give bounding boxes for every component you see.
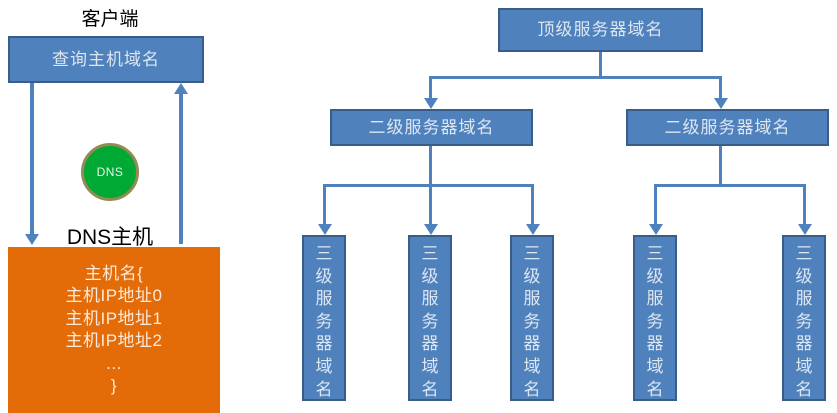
connector-query-to-record-line: [30, 83, 34, 236]
record-line: 主机IP地址0: [65, 286, 163, 306]
vchar: 务: [795, 311, 813, 331]
record-line: }: [110, 376, 118, 396]
connector-left-subtree-bus: [323, 184, 534, 187]
connector-level2-left-drop: [429, 76, 432, 100]
top-level-server-domain-box[interactable]: 顶级服务器域名: [498, 8, 703, 52]
connector-left-subtree-stem: [429, 146, 432, 186]
vchar: 服: [646, 289, 664, 309]
connector-record-to-query-line: [179, 94, 183, 244]
connector-level2-bus: [429, 76, 722, 79]
dns-record-box[interactable]: 主机名{ 主机IP地址0 主机IP地址1 主机IP地址2 ... }: [8, 247, 220, 413]
connector-level2-right-drop: [719, 76, 722, 100]
vchar: 务: [421, 311, 439, 331]
vchar: 服: [421, 289, 439, 309]
connector-right-subtree-bus: [654, 184, 806, 187]
connector-record-to-query-arrow: [174, 83, 188, 94]
vchar: 三: [646, 244, 664, 263]
client-title-label: 客户端: [81, 9, 139, 30]
vchar: 务: [646, 311, 664, 331]
connector-third-drop-2: [429, 184, 432, 226]
record-line: ...: [106, 353, 122, 373]
connector-third-drop-5: [803, 184, 806, 226]
record-line: 主机IP地址1: [65, 308, 163, 328]
vchar: 域: [646, 357, 664, 377]
vchar: 器: [523, 334, 541, 354]
vchar: 名: [523, 379, 541, 399]
vchar: 三: [795, 244, 813, 263]
vchar: 器: [795, 334, 813, 354]
connector-third-arrow-5: [798, 224, 812, 235]
vchar: 域: [315, 357, 333, 377]
second-level-server-domain-box-right[interactable]: 二级服务器域名: [626, 109, 829, 146]
vchar: 三: [315, 244, 333, 263]
vchar: 级: [646, 266, 664, 286]
connector-third-drop-1: [323, 184, 326, 226]
connector-third-drop-3: [531, 184, 534, 226]
vchar: 器: [315, 334, 333, 354]
vchar: 服: [795, 289, 813, 309]
connector-query-to-record-arrow: [25, 234, 39, 245]
vchar: 名: [421, 379, 439, 399]
connector-third-arrow-1: [318, 224, 332, 235]
vchar: 器: [646, 334, 664, 354]
vchar: 级: [795, 266, 813, 286]
vchar: 域: [421, 357, 439, 377]
vchar: 级: [315, 266, 333, 286]
vchar: 名: [795, 379, 813, 399]
second-level-server-domain-box-left[interactable]: 二级服务器域名: [330, 109, 533, 146]
connector-top-stem: [599, 52, 602, 78]
connector-level2-left-arrow: [424, 98, 438, 109]
third-level-server-domain-box-3[interactable]: 三级服务器域名: [510, 235, 554, 401]
vchar: 服: [315, 289, 333, 309]
dns-circle-icon: DNS: [81, 143, 139, 201]
connector-third-arrow-3: [526, 224, 540, 235]
record-line: 主机IP地址2: [65, 331, 163, 351]
connector-level2-right-arrow: [714, 98, 728, 109]
connector-third-arrow-2: [424, 224, 438, 235]
vchar: 名: [315, 379, 333, 399]
third-level-server-domain-box-5[interactable]: 三级服务器域名: [782, 235, 826, 401]
vchar: 域: [795, 357, 813, 377]
dns-host-label: DNS主机: [66, 226, 154, 249]
third-level-server-domain-box-1[interactable]: 三级服务器域名: [302, 235, 346, 401]
third-level-server-domain-box-2[interactable]: 三级服务器域名: [408, 235, 452, 401]
vchar: 务: [315, 311, 333, 331]
vchar: 服: [523, 289, 541, 309]
record-line: 主机名{: [84, 264, 144, 283]
vchar: 域: [523, 357, 541, 377]
vchar: 名: [646, 379, 664, 399]
third-level-server-domain-box-4[interactable]: 三级服务器域名: [633, 235, 677, 401]
vchar: 三: [421, 244, 439, 263]
connector-right-subtree-stem: [719, 146, 722, 186]
vchar: 器: [421, 334, 439, 354]
vchar: 级: [421, 266, 439, 286]
vchar: 三: [523, 244, 541, 263]
connector-third-drop-4: [654, 184, 657, 226]
connector-third-arrow-4: [649, 224, 663, 235]
vchar: 务: [523, 311, 541, 331]
vchar: 级: [523, 266, 541, 286]
query-host-domain-box[interactable]: 查询主机域名: [8, 36, 204, 83]
